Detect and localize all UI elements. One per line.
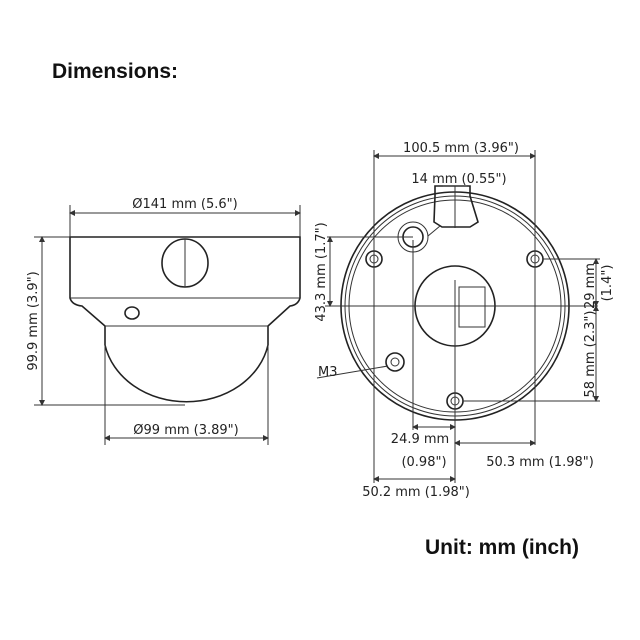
page-title: Dimensions: (52, 60, 179, 83)
screw-vertical-offset-label: 43.3 mm (1.7") (314, 222, 329, 321)
offset-29-inch-label: (1.4") (600, 265, 615, 302)
offset-29-label: 29 mm (583, 263, 598, 309)
side-view: Ø141 mm (5.6") 99.9 mm (3.9") Ø99 mm (3.… (26, 197, 301, 445)
height-label: 99.9 mm (3.9") (26, 271, 41, 370)
connector-width-label: 14 mm (0.55") (411, 172, 506, 187)
screw-horizontal-offset-label: 24.9 mm (391, 432, 449, 447)
m3-label: M3 (318, 365, 338, 380)
top-diameter-label: Ø141 mm (5.6") (132, 197, 237, 212)
screw-horizontal-offset-inch-label: (0.98") (401, 455, 446, 470)
offset-58-label: 58 mm (2.3") (583, 311, 598, 398)
hole-span-label: 100.5 mm (3.96") (403, 141, 519, 156)
unit-note: Unit: mm (inch) (425, 536, 579, 559)
m3-screw (385, 352, 405, 372)
right-span-label: 50.3 mm (1.98") (486, 455, 594, 470)
bottom-view: M3 100.5 mm (3.96") 14 mm (0.55") 43.3 m… (314, 141, 615, 500)
dome-diameter-label: Ø99 mm (3.89") (133, 423, 238, 438)
left-span-label: 50.2 mm (1.98") (362, 485, 470, 500)
